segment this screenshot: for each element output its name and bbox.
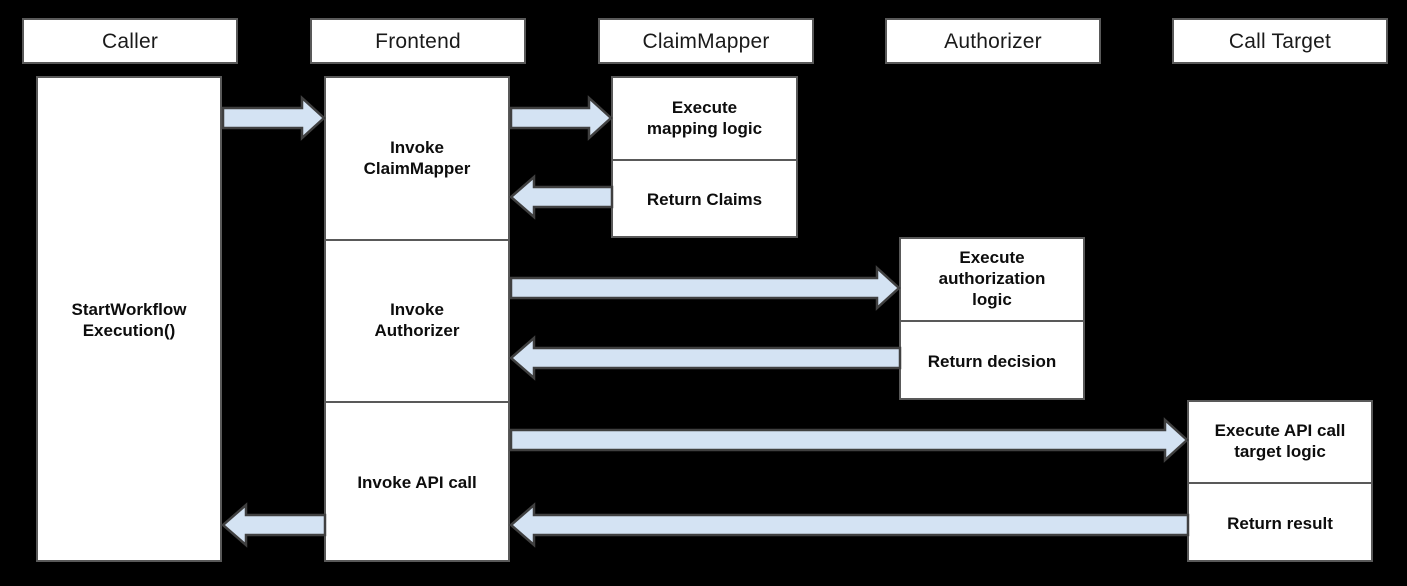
message-arrow-frontend-to-authorizer[interactable] <box>509 265 901 311</box>
message-arrow-calltarget-to-frontend[interactable] <box>508 502 1190 548</box>
message-arrow-frontend-to-caller[interactable] <box>220 502 327 548</box>
lifeline-header-authorizer[interactable]: Authorizer <box>885 18 1101 64</box>
message-arrow-authorizer-to-frontend[interactable] <box>508 335 902 381</box>
message-arrow-claimmapper-to-frontend[interactable] <box>508 174 614 220</box>
lifeline-header-claimmapper[interactable]: ClaimMapper <box>598 18 814 64</box>
lifeline-label-frontend: Frontend <box>375 29 461 53</box>
lifeline-header-calltarget[interactable]: Call Target <box>1172 18 1388 64</box>
activation-segment-claimmapper-return-claims: Return Claims <box>613 159 796 240</box>
lifeline-label-authorizer: Authorizer <box>944 29 1042 53</box>
lifeline-label-calltarget: Call Target <box>1228 29 1332 53</box>
message-arrow-frontend-to-calltarget[interactable] <box>509 417 1189 463</box>
lifeline-label-caller: Caller <box>101 29 159 53</box>
activation-segment-calltarget-return-result: Return result <box>1189 482 1371 564</box>
message-arrow-caller-to-frontend[interactable] <box>221 95 326 141</box>
message-arrow-frontend-to-claimmapper[interactable] <box>509 95 613 141</box>
lifeline-header-frontend[interactable]: Frontend <box>310 18 526 64</box>
lifeline-label-claimmapper: ClaimMapper <box>642 29 770 53</box>
activation-segment-frontend-invoke-api-call: Invoke API call <box>326 401 508 564</box>
lifeline-header-caller[interactable]: Caller <box>22 18 238 64</box>
activation-segment-authorizer-return-decision: Return decision <box>901 320 1083 402</box>
